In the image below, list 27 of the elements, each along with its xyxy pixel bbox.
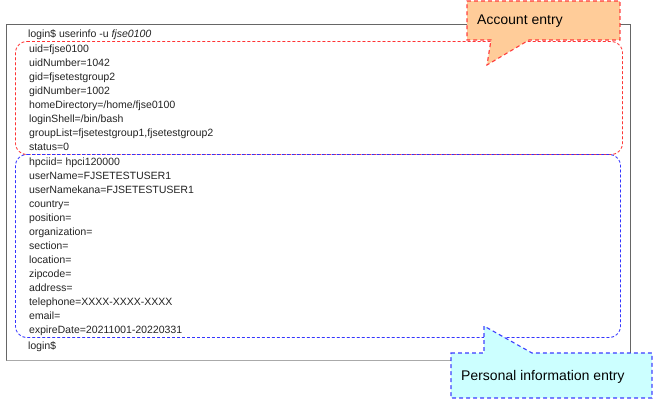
terminal-line: hpciid= hpci120000 (29, 154, 120, 168)
callout-text: Account entry (477, 10, 563, 29)
terminal-line: address= (29, 280, 72, 294)
terminal-line: country= (29, 196, 70, 210)
terminal-line: userName=FJSETESTUSER1 (29, 168, 172, 182)
terminal-line: gidNumber=1002 (29, 84, 110, 98)
terminal-line: expireDate=20211001-20220331 (29, 322, 182, 336)
speech-bubble-callout (450, 325, 653, 400)
terminal-line: groupList=fjsetestgroup1,fjsetestgroup2 (29, 126, 214, 140)
terminal-line: login$ userinfo -u fjse0100 (28, 27, 152, 41)
terminal-line: uidNumber=1042 (29, 56, 110, 70)
terminal-line: location= (29, 252, 72, 266)
speech-bubble-callout (466, 0, 621, 66)
terminal-line: loginShell=/bin/bash (29, 112, 124, 126)
terminal-line: userNamekana=FJSETESTUSER1 (29, 182, 194, 196)
terminal-line: organization= (29, 224, 92, 238)
terminal-line: telephone=XXXX-XXXX-XXXX (29, 294, 172, 308)
terminal-line: email= (29, 308, 60, 322)
terminal-line: zipcode= (29, 266, 72, 280)
terminal-line: section= (29, 238, 68, 252)
terminal-line: login$ (28, 338, 56, 352)
terminal-line: homeDirectory=/home/fjse0100 (29, 98, 176, 112)
callout-text: Personal information entry (461, 366, 624, 385)
terminal-line: position= (29, 210, 72, 224)
terminal-line: status=0 (29, 140, 69, 154)
terminal-line: gid=fjsetestgroup2 (29, 70, 116, 84)
terminal-line: uid=fjse0100 (29, 42, 89, 56)
